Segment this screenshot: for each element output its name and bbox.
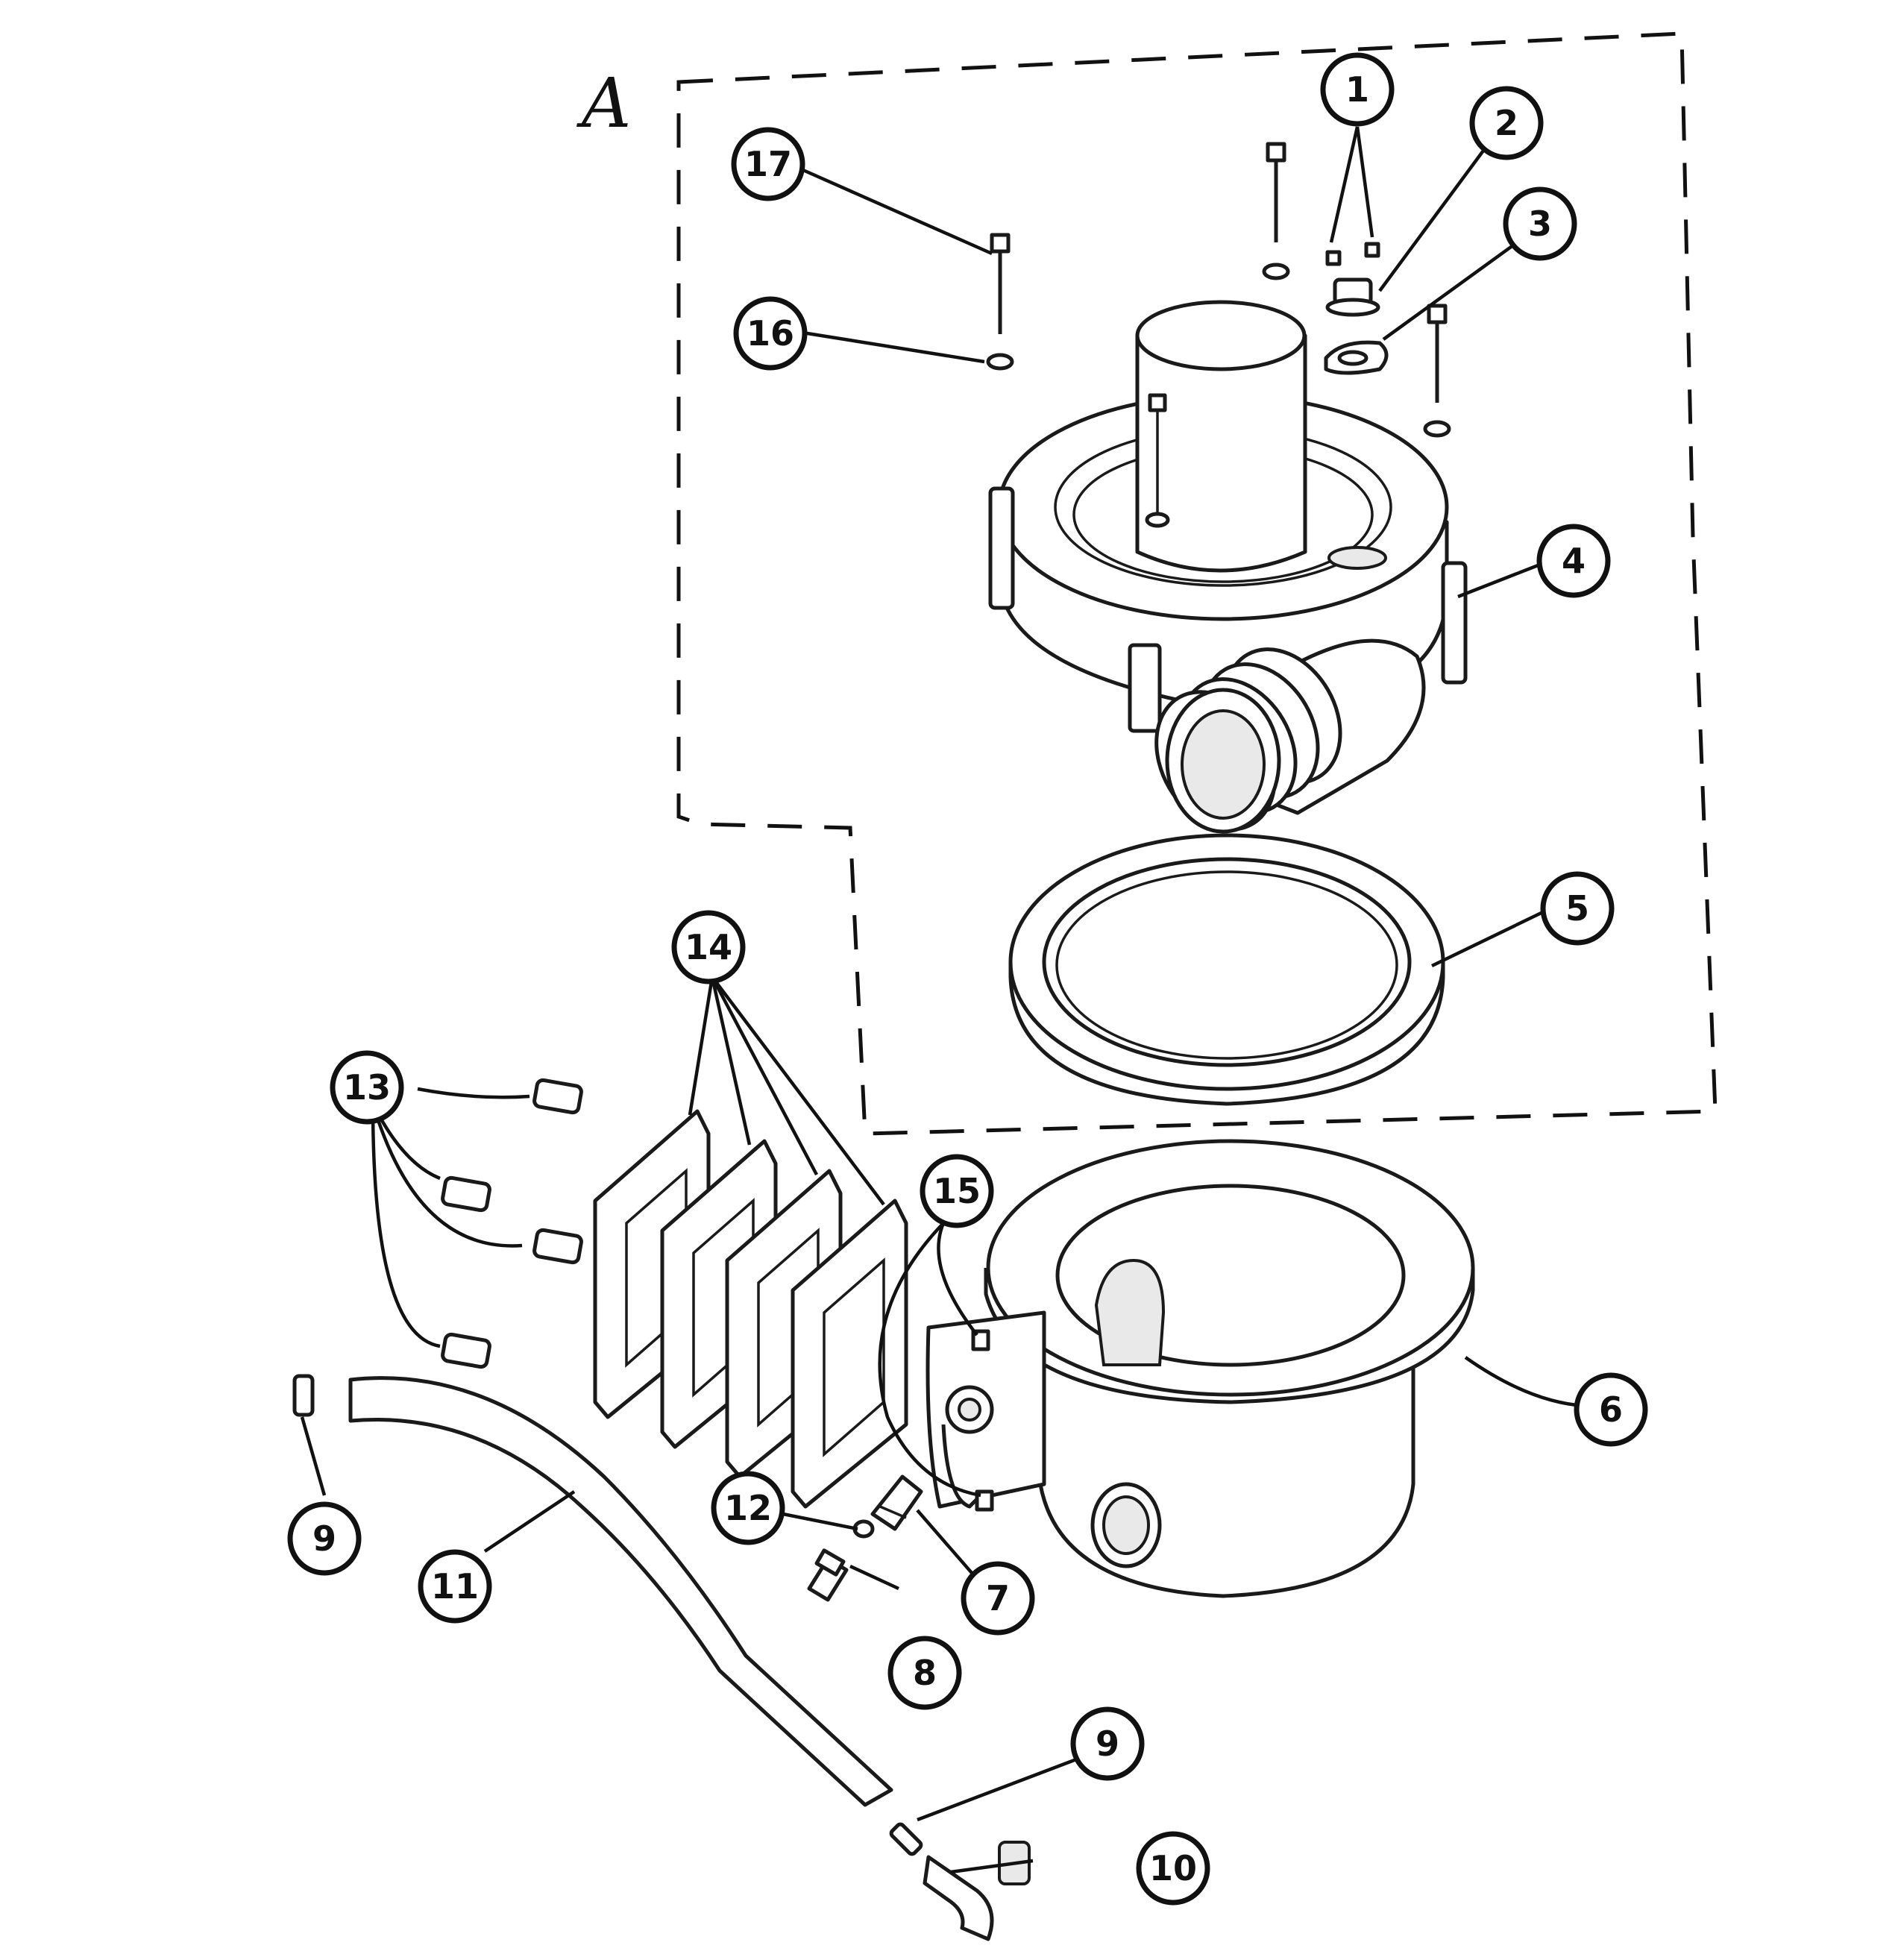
svg-text:4: 4 [1562,541,1586,581]
callout-13: 13 [330,1050,404,1125]
svg-text:17: 17 [744,144,792,184]
hose-clamp-lower [889,1822,923,1856]
callout-7: 7 [961,1561,1035,1636]
blower-assembly [988,300,1468,834]
hose-clamp-upper [292,1374,315,1417]
svg-text:3: 3 [1528,204,1552,244]
barbed-nipple [807,1548,849,1602]
svg-text:7: 7 [986,1578,1010,1618]
callout-16: 16 [733,296,808,371]
sealing-ring [1008,833,1445,1106]
leader-lines [300,118,1586,1874]
callout-11: 11 [418,1549,492,1624]
svg-text:2: 2 [1495,103,1518,143]
limit-switch [1325,242,1380,317]
svg-text:15: 15 [933,1171,981,1211]
section-label: A [576,63,631,143]
svg-text:8: 8 [913,1653,937,1693]
callout-6: 6 [1574,1372,1648,1447]
bolt-center [1262,142,1290,280]
callout-2: 2 [1469,86,1544,160]
callout-9-lower: 9 [1070,1706,1145,1781]
callout-5: 5 [1540,871,1615,946]
callout-10: 10 [1136,1831,1210,1906]
callout-15: 15 [920,1154,994,1228]
section-a-boundary [676,31,1718,1136]
callout-14: 14 [671,910,746,984]
bolt-left [986,233,1014,371]
svg-text:11: 11 [431,1566,479,1606]
callout-12: 12 [711,1471,785,1545]
svg-text:6: 6 [1599,1389,1623,1430]
gasket-plate-4 [791,1199,908,1509]
burner-base [926,1139,1475,1598]
svg-text:12: 12 [724,1488,772,1528]
gasket [1324,340,1389,375]
callout-17: 17 [731,127,805,201]
callout-3: 3 [1503,186,1577,261]
svg-text:16: 16 [747,313,794,354]
callout-9-upper: 9 [287,1501,362,1576]
svg-text:13: 13 [343,1067,391,1108]
spacers [441,1078,583,1369]
hose [348,1376,893,1807]
callout-1: 1 [1320,52,1395,127]
pressure-fitting [870,1474,923,1531]
svg-text:10: 10 [1149,1848,1197,1888]
elbow-fitting [923,1841,1031,1941]
callout-4: 4 [1536,524,1611,598]
callout-8: 8 [887,1636,962,1710]
svg-text:9: 9 [1096,1724,1119,1764]
svg-text:5: 5 [1565,888,1589,929]
bolt-right [1423,304,1451,438]
svg-text:9: 9 [312,1518,336,1559]
svg-text:1: 1 [1345,69,1369,110]
svg-text:14: 14 [685,927,732,967]
